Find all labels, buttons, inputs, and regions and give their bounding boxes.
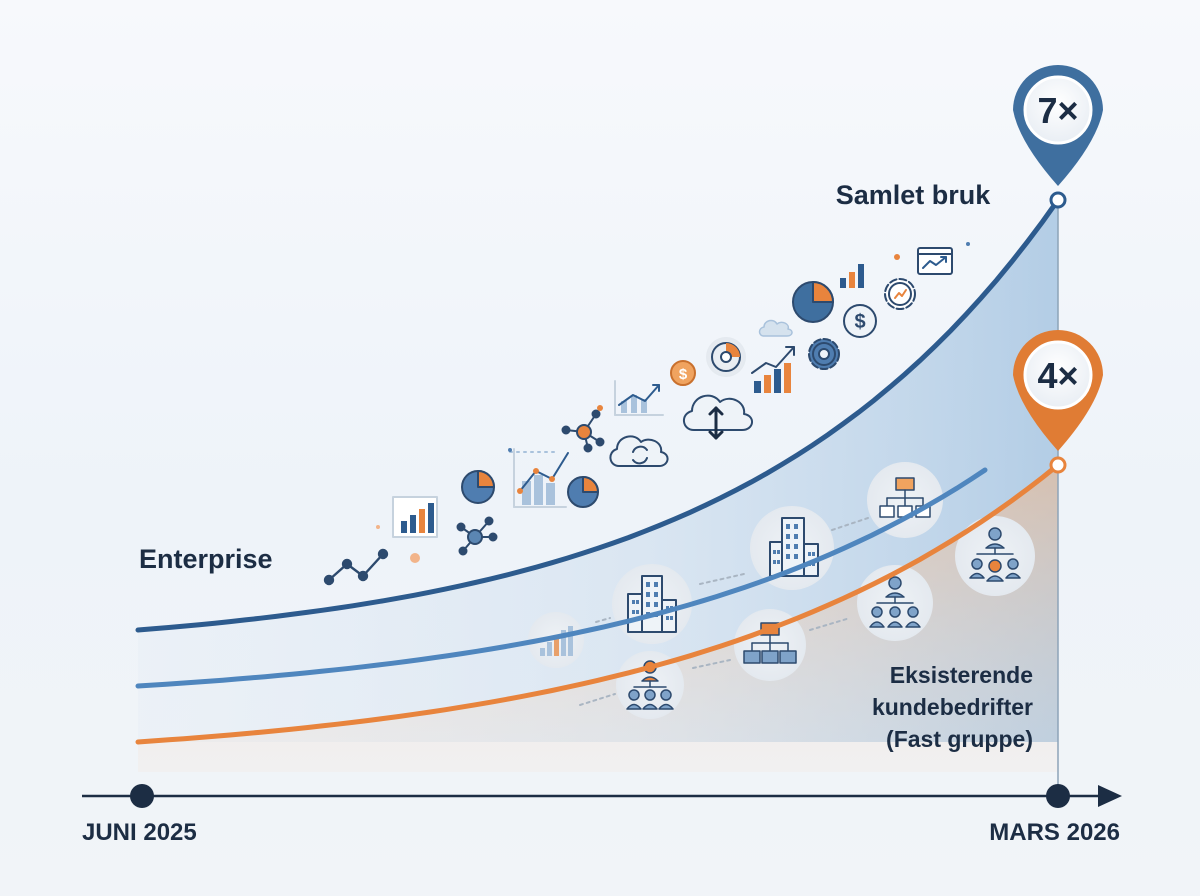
office-building-icon — [750, 506, 834, 590]
gear-icon — [884, 278, 916, 310]
office-building-icon — [612, 564, 692, 644]
hub-icon — [456, 516, 498, 556]
team-hierarchy-icon — [616, 651, 684, 719]
line-chart-icon — [614, 380, 664, 416]
gear-icon — [808, 338, 840, 370]
badge-ring — [1023, 340, 1093, 410]
network-icon — [323, 548, 389, 586]
series-line-existing — [135, 462, 1061, 745]
icon-cluster-upper: $ — [323, 242, 970, 586]
org-chart-icon — [734, 609, 806, 681]
cloud-icon — [758, 319, 793, 337]
endpoint-marker-existing — [1049, 456, 1067, 474]
dot-decor — [597, 405, 603, 411]
dollar-icon: $ — [843, 304, 877, 338]
icon-cluster-lower — [528, 462, 1035, 719]
dot-decor — [966, 242, 970, 246]
existing-customers-area — [138, 465, 1058, 772]
x-axis-end-marker — [1046, 784, 1070, 808]
x-axis: JUNI 2025 MARS 2026 — [82, 784, 1122, 846]
dot-decor — [894, 254, 900, 260]
dot-decor — [376, 525, 380, 529]
series-label-existing: Eksisterende kundebedrifter (Fast gruppe… — [872, 662, 1033, 752]
line-chart-icon — [513, 448, 569, 508]
bar-chart-icon — [392, 496, 438, 538]
series-label-total: Samlet bruk — [836, 180, 992, 210]
series-line-enterprise — [135, 467, 988, 689]
bar-chart-icon — [840, 264, 864, 288]
dot-decor — [508, 448, 512, 452]
svg-text:$: $ — [679, 366, 688, 383]
endpoint-marker-total — [1049, 191, 1067, 209]
existing-label-line-1: Eksisterende — [890, 662, 1033, 688]
cloud-sync-icon — [609, 435, 669, 467]
existing-label-line-2: kundebedrifter — [872, 694, 1033, 720]
series-line-total — [135, 197, 1061, 633]
cloud-transfer-icon — [683, 394, 753, 440]
bar-chart-icon — [528, 612, 584, 668]
pie-chart-icon — [792, 281, 834, 323]
dollar-icon: $ — [670, 360, 696, 386]
existing-label-line-3: (Fast gruppe) — [886, 726, 1033, 752]
pie-chart-icon — [461, 470, 495, 504]
dot-decor — [410, 553, 420, 563]
x-axis-arrow-icon — [1098, 785, 1122, 807]
growth-chart-icon — [751, 346, 795, 393]
svg-text:$: $ — [854, 311, 865, 333]
team-hierarchy-icon — [955, 516, 1035, 596]
dashboard-icon — [706, 337, 746, 377]
badge-value-total: 7× — [1037, 90, 1078, 131]
badge-value-existing: 4× — [1037, 355, 1078, 396]
team-hierarchy-icon — [857, 565, 933, 641]
series-label-enterprise: Enterprise — [139, 544, 273, 574]
org-chart-icon — [867, 462, 943, 538]
series-layer — [135, 191, 1067, 745]
pie-chart-icon — [567, 476, 599, 508]
hub-icon — [561, 409, 605, 453]
x-tick-label-start: JUNI 2025 — [82, 819, 197, 846]
x-tick-label-end: MARS 2026 — [989, 819, 1120, 846]
multiplier-badge-total: 7× — [1013, 65, 1103, 186]
multiplier-badge-existing: 4× — [1013, 330, 1103, 451]
analytics-window-icon — [917, 247, 953, 275]
x-axis-start-marker — [130, 784, 154, 808]
badge-ring — [1023, 75, 1093, 145]
